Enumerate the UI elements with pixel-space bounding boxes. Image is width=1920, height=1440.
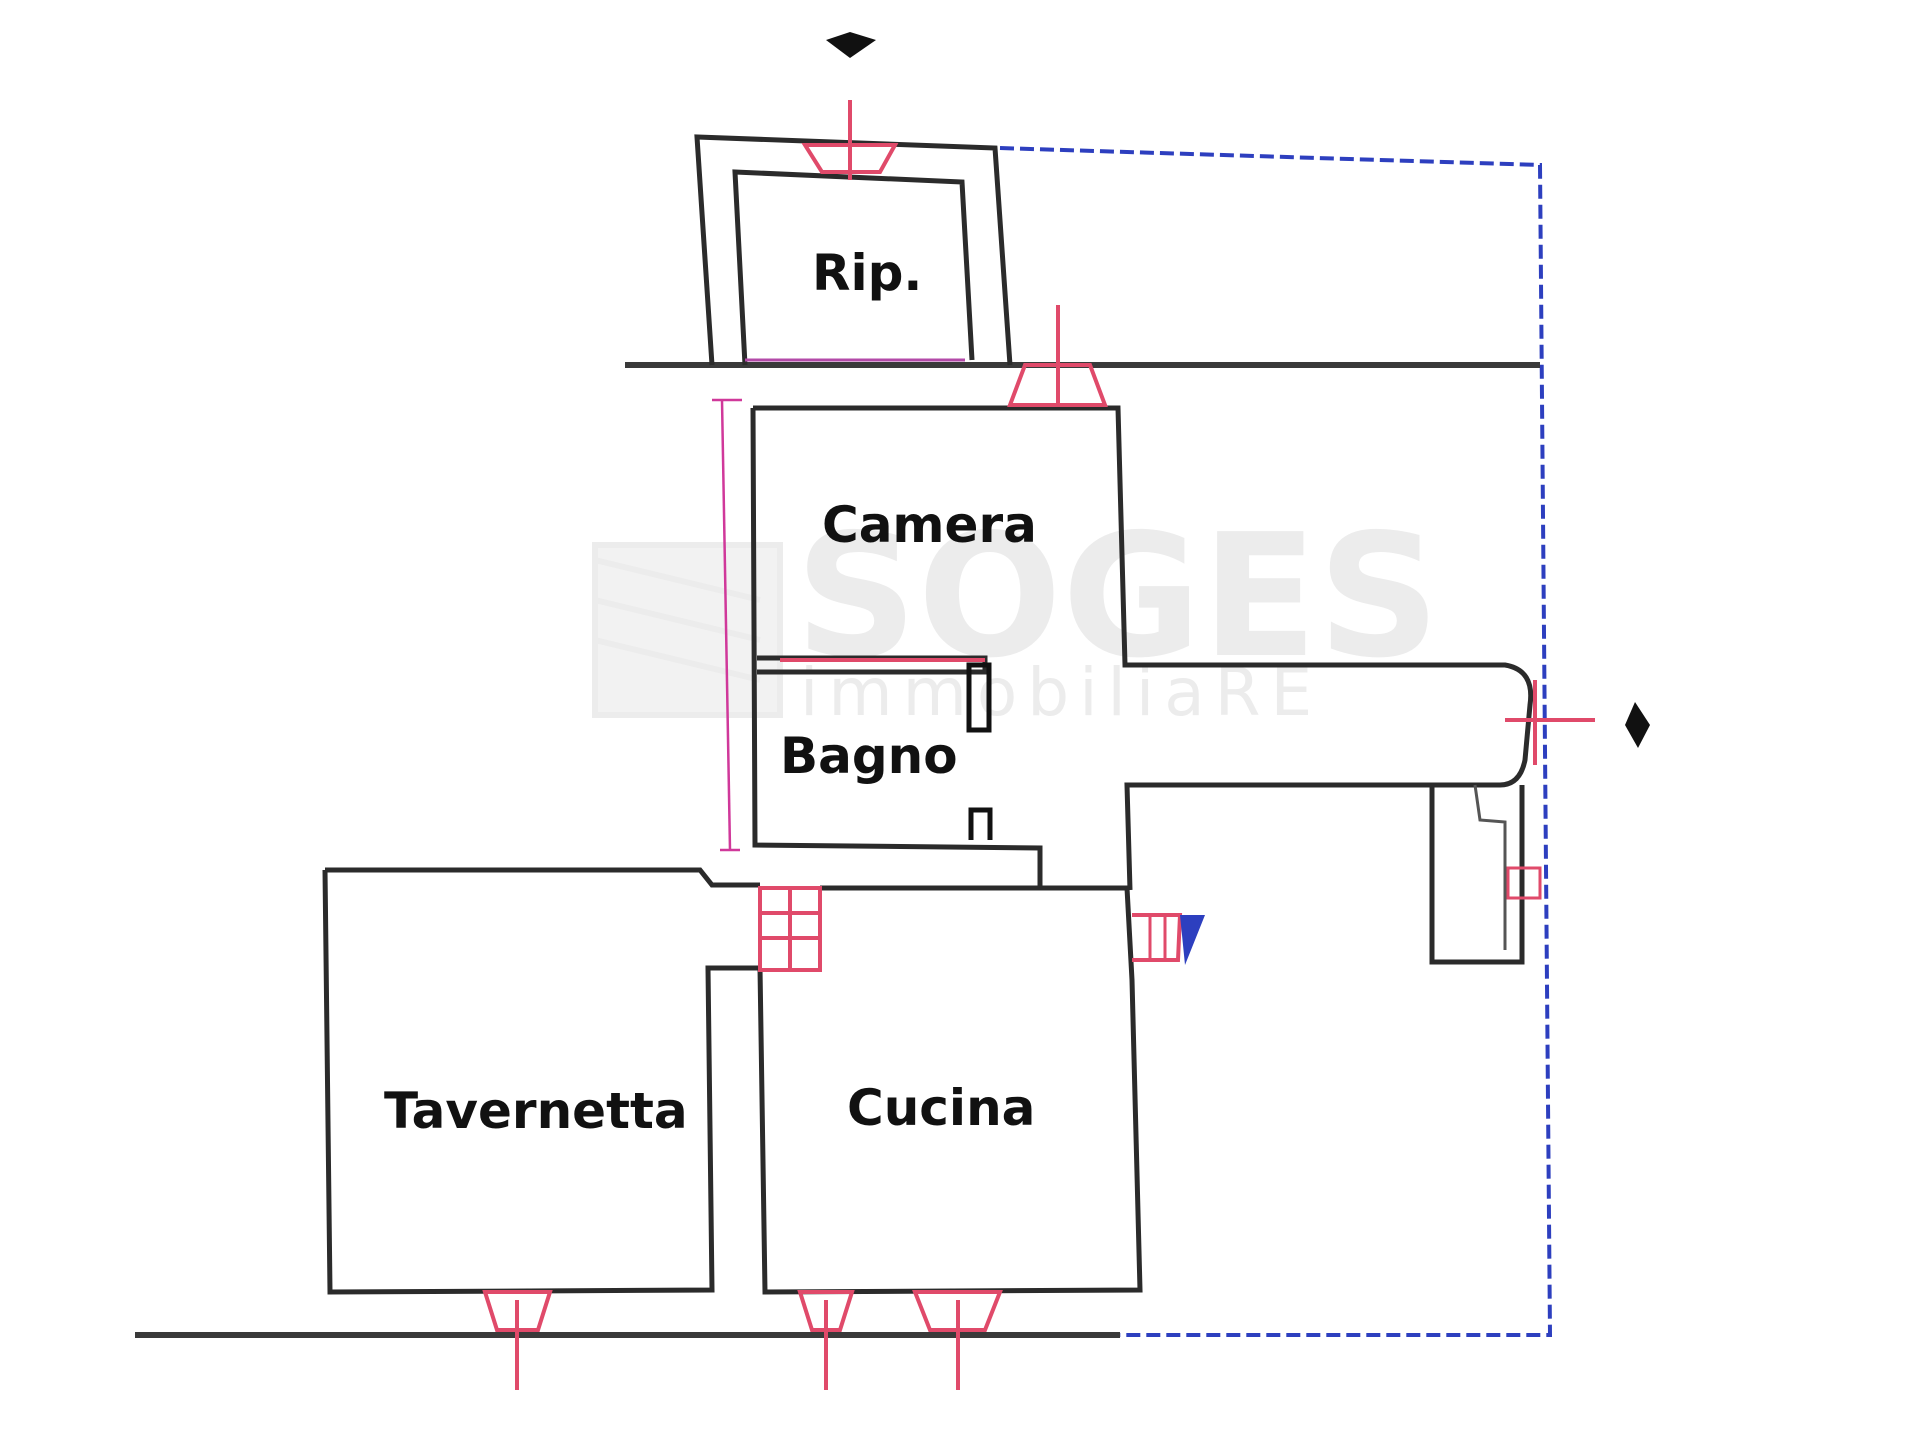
- meter-box: [1506, 866, 1542, 900]
- door-tavernetta-cucina: [758, 886, 822, 972]
- property-boundary: [999, 146, 1553, 1337]
- room-label-tavernetta: Tavernetta: [384, 1082, 688, 1140]
- window-tavernetta-bottom: [482, 1290, 553, 1390]
- door-jamb-upper: [966, 662, 992, 733]
- room-label-rip: Rip.: [812, 244, 922, 302]
- watermark-roof-icon: [592, 542, 783, 718]
- door-jamb-lower: [968, 807, 993, 840]
- window-rip-top: [801, 100, 899, 180]
- window-cucina-bottom-2: [912, 1290, 1003, 1390]
- room-label-camera: Camera: [822, 496, 1037, 554]
- room-cucina-walls: [757, 885, 1143, 1295]
- window-cucina-bottom-1: [797, 1290, 855, 1390]
- steps-cucina: [1132, 913, 1205, 965]
- room-camera-walls: [753, 405, 1534, 891]
- utility-block-inner: [1473, 784, 1507, 950]
- utility-block: [1128, 782, 1525, 965]
- marker-arrow-right-icon: [1625, 702, 1650, 748]
- window-corridor-right: [1505, 680, 1595, 765]
- room-camera-left-wall: [750, 407, 1043, 888]
- window-camera-top: [1007, 305, 1108, 407]
- room-label-cucina: Cucina: [847, 1079, 1035, 1137]
- room-tavernetta-walls: [322, 867, 760, 1295]
- room-rip-outer-walls: [694, 134, 1013, 366]
- room-label-bagno: Bagno: [780, 727, 958, 785]
- dimension-line-camera: [720, 399, 732, 851]
- marker-arrow-top-icon: [826, 32, 876, 58]
